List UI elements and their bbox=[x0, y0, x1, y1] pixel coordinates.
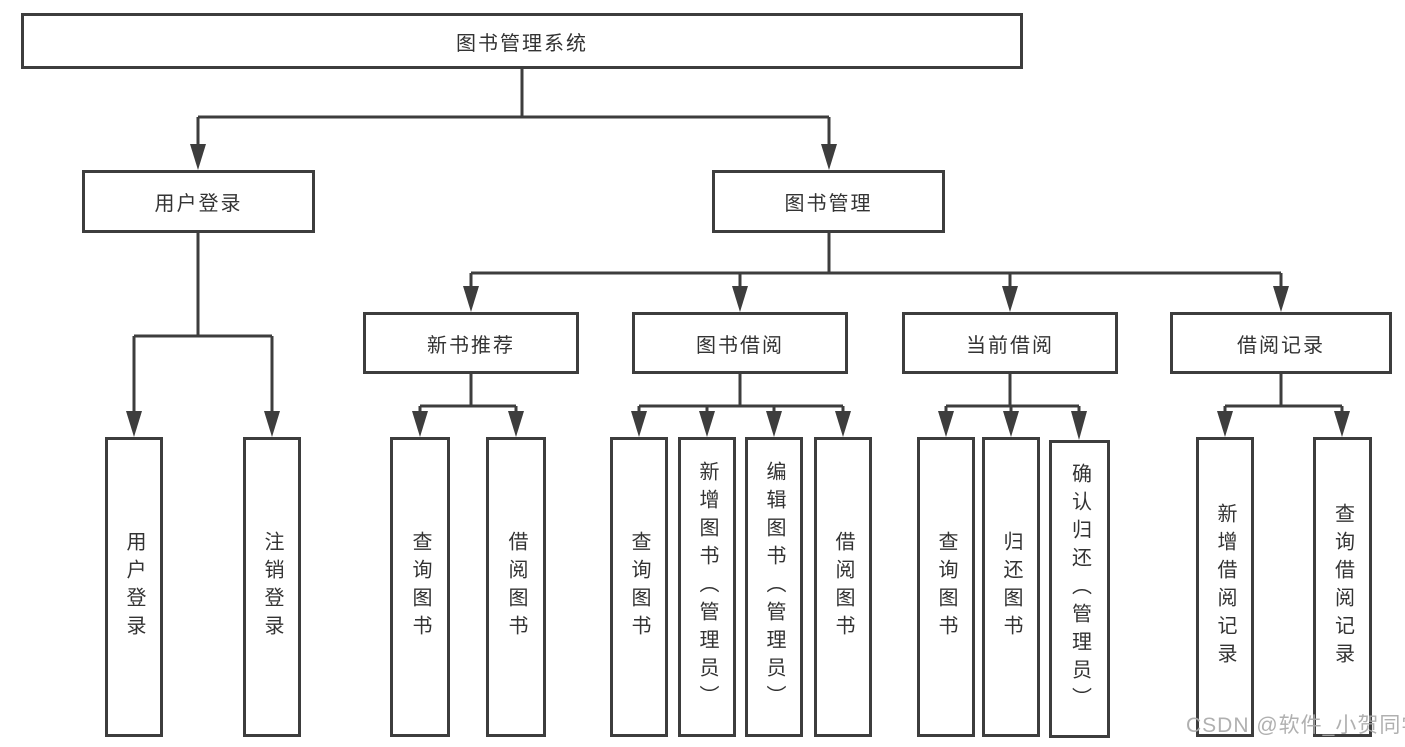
node-root-system: 图书管理系统 bbox=[21, 13, 1023, 69]
leaf-confirm-return-admin-label: 确认归还（管理员） bbox=[1068, 463, 1091, 715]
connector-borrowing-children bbox=[631, 374, 851, 437]
connector-current-children bbox=[938, 374, 1087, 440]
leaf-query-books-3: 查询图书 bbox=[917, 437, 975, 737]
leaf-add-borrow-record-label: 新增借阅记录 bbox=[1214, 503, 1236, 671]
connector-new-books-children bbox=[412, 374, 524, 437]
node-root-label: 图书管理系统 bbox=[456, 32, 588, 55]
leaf-borrow-books-1: 借阅图书 bbox=[486, 437, 546, 737]
leaf-logout-label: 注销登录 bbox=[261, 531, 283, 643]
leaf-edit-books-admin: 编辑图书（管理员） bbox=[745, 437, 803, 737]
leaf-query-books-1-label: 查询图书 bbox=[409, 531, 431, 643]
leaf-return-books-label: 归还图书 bbox=[1000, 531, 1022, 643]
node-book-management: 图书管理 bbox=[712, 170, 945, 233]
leaf-return-books: 归还图书 bbox=[982, 437, 1040, 737]
leaf-add-books-admin-label: 新增图书（管理员） bbox=[696, 461, 718, 713]
connector-root-to-level2 bbox=[190, 69, 837, 170]
node-borrow-records-label: 借阅记录 bbox=[1237, 334, 1325, 357]
leaf-logout: 注销登录 bbox=[243, 437, 301, 737]
csdn-watermark: CSDN @软件_小贺同学 bbox=[1186, 714, 1405, 737]
leaf-edit-books-admin-label: 编辑图书（管理员） bbox=[763, 461, 785, 713]
node-book-management-label: 图书管理 bbox=[784, 193, 873, 215]
connector-user-login-children bbox=[126, 233, 280, 437]
leaf-borrow-books-2-label: 借阅图书 bbox=[832, 531, 854, 643]
leaf-query-borrow-record: 查询借阅记录 bbox=[1313, 437, 1372, 737]
node-current-borrowing: 当前借阅 bbox=[902, 312, 1118, 374]
leaf-user-login-label: 用户登录 bbox=[123, 531, 145, 643]
connector-records-children bbox=[1217, 374, 1350, 437]
node-new-book-recommend-label: 新书推荐 bbox=[427, 334, 515, 357]
leaf-query-books-2: 查询图书 bbox=[610, 437, 668, 737]
leaf-query-books-1: 查询图书 bbox=[390, 437, 450, 737]
leaf-add-books-admin: 新增图书（管理员） bbox=[678, 437, 736, 737]
leaf-confirm-return-admin: 确认归还（管理员） bbox=[1049, 440, 1110, 738]
leaf-borrow-books-2: 借阅图书 bbox=[814, 437, 872, 737]
leaf-query-books-3-label: 查询图书 bbox=[935, 531, 957, 643]
leaf-borrow-books-1-label: 借阅图书 bbox=[505, 531, 527, 643]
leaf-add-borrow-record: 新增借阅记录 bbox=[1196, 437, 1254, 737]
node-borrow-records: 借阅记录 bbox=[1170, 312, 1392, 374]
node-current-borrowing-label: 当前借阅 bbox=[966, 334, 1054, 357]
node-book-borrowing-label: 图书借阅 bbox=[696, 334, 784, 357]
leaf-query-borrow-record-label: 查询借阅记录 bbox=[1331, 503, 1354, 671]
leaf-query-books-2-label: 查询图书 bbox=[628, 531, 650, 643]
node-user-login-label: 用户登录 bbox=[154, 193, 243, 215]
leaf-user-login: 用户登录 bbox=[105, 437, 163, 737]
connector-book-mgmt-to-level3 bbox=[463, 233, 1289, 312]
node-book-borrowing: 图书借阅 bbox=[632, 312, 848, 374]
node-user-login: 用户登录 bbox=[82, 170, 315, 233]
node-new-book-recommend: 新书推荐 bbox=[363, 312, 579, 374]
